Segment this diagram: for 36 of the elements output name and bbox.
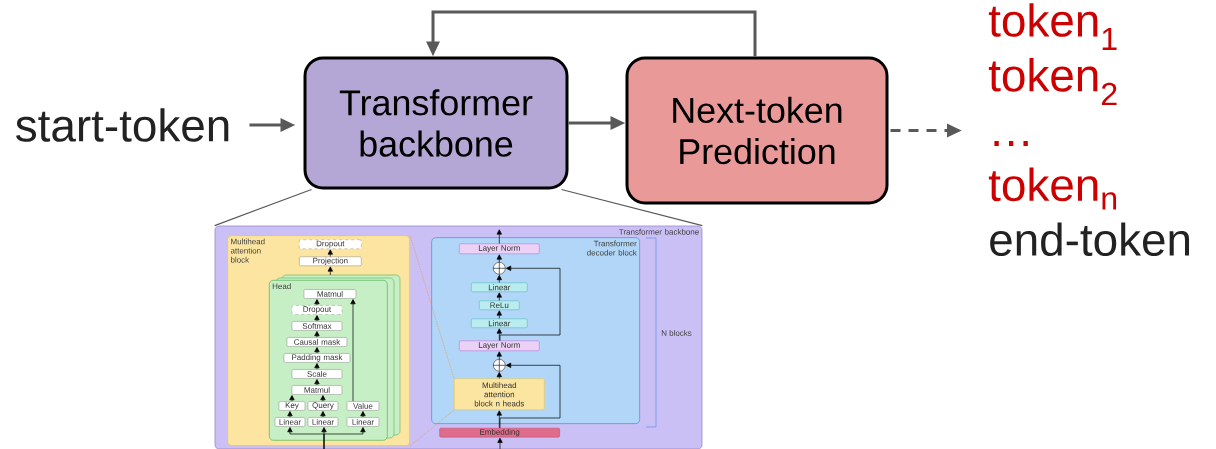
add-circle bbox=[492, 358, 506, 372]
output-token-list: token$_{1}$ token$_{2}$ … token$_{n}$ end-token bbox=[988, 3, 1190, 257]
arrow bbox=[499, 362, 561, 429]
arrow bbox=[289, 395, 295, 402]
arrow bbox=[496, 292, 502, 301]
leader-line bbox=[560, 188, 703, 227]
arrow bbox=[314, 379, 320, 386]
arrow bbox=[314, 299, 320, 306]
arrow bbox=[314, 363, 320, 370]
arrow bbox=[496, 229, 502, 244]
arrow bbox=[327, 266, 333, 276]
arrow bbox=[320, 411, 326, 418]
arrow bbox=[426, 10, 757, 57]
arrow bbox=[360, 411, 366, 418]
process-box: Transformer backbone bbox=[303, 56, 569, 190]
arrow bbox=[314, 331, 320, 338]
arrow bbox=[314, 347, 320, 354]
arrow bbox=[327, 249, 333, 257]
zoom-line bbox=[409, 409, 455, 447]
arrow bbox=[496, 310, 502, 319]
arrow bbox=[496, 372, 502, 379]
arrow bbox=[314, 315, 320, 322]
arrow bbox=[497, 437, 503, 449]
arrow bbox=[496, 275, 502, 283]
arrow bbox=[496, 351, 502, 360]
arrow bbox=[323, 427, 366, 449]
arrow bbox=[350, 299, 356, 402]
token-label: start-token bbox=[16, 108, 229, 142]
add-circle bbox=[492, 261, 506, 275]
arrow bbox=[320, 395, 326, 402]
zoom-line bbox=[409, 234, 455, 379]
arrow bbox=[287, 411, 293, 418]
process-box: Next-token Prediction bbox=[625, 56, 889, 205]
arrow bbox=[499, 265, 561, 341]
arrow bbox=[496, 254, 502, 263]
leader-line bbox=[214, 188, 313, 227]
